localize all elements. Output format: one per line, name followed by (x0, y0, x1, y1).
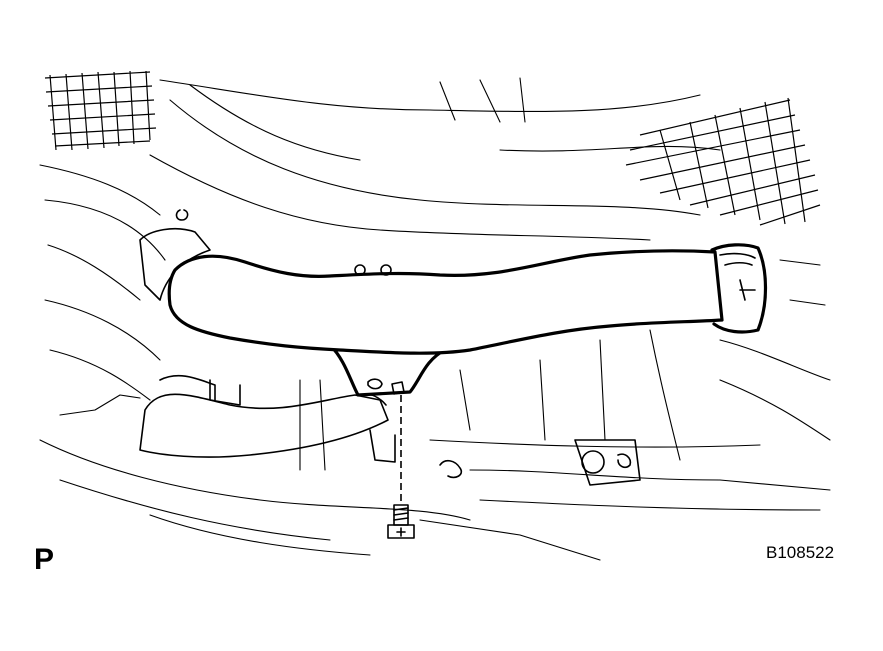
background-structure (39, 77, 831, 561)
view-indicator-letter: P (34, 543, 55, 576)
air-duct-tube (167, 243, 768, 355)
left-duct-connector (139, 209, 211, 301)
upper-right-hatch-grid (625, 97, 821, 226)
upper-left-hatch-grid (44, 70, 157, 151)
right-bracket-bolt-head (581, 450, 605, 474)
figure-reference-code: B108522 (766, 543, 835, 562)
duct-bracket (328, 343, 447, 397)
center-clip (439, 459, 463, 479)
right-side-bracket (574, 439, 641, 486)
mounting-bolt-icon (387, 504, 415, 539)
duct-mounting-bolts (354, 264, 392, 276)
lower-hose (139, 375, 396, 463)
